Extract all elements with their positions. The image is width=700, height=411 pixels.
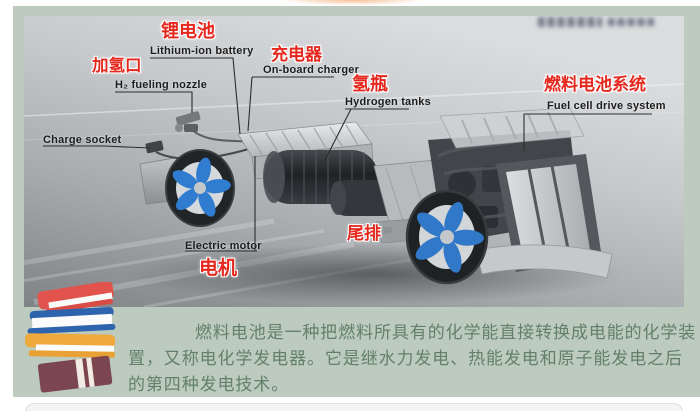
fuel-cell-engine [428,107,613,279]
caption-line-1: 燃料电池是一种把燃料所具有的化学能直接转换成电能的化学装 [195,323,697,342]
label-fueling-nozzle-zh: 加氢口 [92,57,142,75]
chassis-photo: 锂电池 Lithium-ion battery 充电器 On-board cha… [24,16,684,307]
book-yellow [25,333,116,358]
label-fueling-nozzle-en: H₂ fueling nozzle [115,79,208,91]
green-panel: 锂电池 Lithium-ion battery 充电器 On-board cha… [13,6,700,397]
front-bumper [475,244,613,279]
radiator [496,154,602,272]
label-electric-motor-en: Electric motor [185,240,262,252]
book-maroon [37,355,113,393]
label-lithium-battery-zh: 锂电池 [161,21,215,41]
caption-line-2: 置，又称电化学发电器。它是继水力发电、热能发电和原子能发电之后 [128,349,683,368]
next-card-top-edge [25,403,683,411]
rear-wheel [165,149,235,227]
label-onboard-charger-zh: 充电器 [271,45,322,64]
blurred-watermark [538,17,602,27]
chassis-scene [24,16,684,307]
label-electric-motor-zh: 电机 [199,258,238,279]
label-hydrogen-tanks-zh: 氢瓶 [352,74,388,94]
label-tail-exhaust-zh: 尾排 [347,224,381,243]
label-fuel-cell-system-zh: 燃料电池系统 [544,75,646,94]
exhaust-pipe [350,226,393,237]
caption-line-3: 的第四种发电技术。 [128,375,290,394]
label-charge-socket-en: Charge socket [43,134,122,146]
label-lithium-battery-en: Lithium-ion battery [150,45,254,57]
top-accent-glow [256,0,450,7]
books-stack-icon [25,282,116,393]
label-fuel-cell-system-en: Fuel cell drive system [547,100,666,112]
blurred-watermark-2 [608,18,654,26]
front-wheel [405,189,489,285]
label-onboard-charger-en: On-board charger [263,64,360,76]
book-blue [27,307,116,335]
caption-text: 燃料电池是一种把燃料所具有的化学能直接转换成电能的化学装 置，又称电化学发电器。… [128,320,697,398]
label-hydrogen-tanks-en: Hydrogen tanks [345,96,431,108]
